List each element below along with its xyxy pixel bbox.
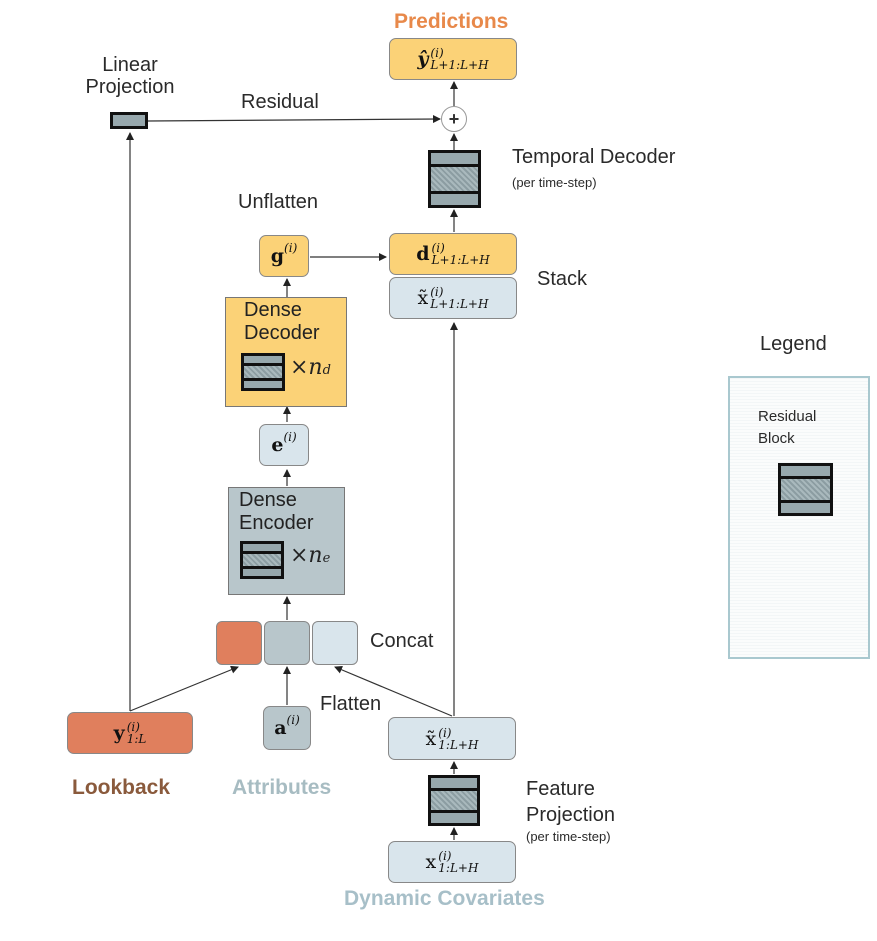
dense-encoder-label: Dense Encoder <box>239 489 314 534</box>
concat-covariates-segment <box>312 621 358 665</box>
dynamic-covariates-title: Dynamic Covariates <box>344 887 545 910</box>
yhat-superscript: (i) <box>430 46 444 60</box>
residual-label: Residual <box>241 91 319 113</box>
add-operator-icon: + <box>441 106 467 132</box>
g-symbol: g <box>270 245 285 267</box>
concat-lookback-segment <box>216 621 262 665</box>
d-superscript: (i) <box>431 241 445 255</box>
a-superscript: (i) <box>286 713 300 727</box>
dense-decoder-label: Dense Decoder <box>244 299 320 344</box>
xtilde-all-subscript: 1:L+H <box>438 737 479 752</box>
feature-projection-residual-block-icon <box>428 775 480 826</box>
legend-box: Residual Block <box>728 376 870 659</box>
predictions-title: Predictions <box>394 10 509 33</box>
xtilde-future-subscript: L+1:L+H <box>430 297 489 311</box>
e-symbol: e <box>271 434 284 456</box>
dense-encoder-block: Dense Encoder ×ne <box>228 487 345 595</box>
g-node: g (i) <box>259 235 309 277</box>
dense-decoder-residual-block-icon <box>241 353 285 391</box>
concat-attributes-segment <box>264 621 310 665</box>
y-symbol: y <box>113 722 125 744</box>
prediction-output-node: ŷ (i) L+1:L+H <box>389 38 517 80</box>
legend-residual-block-label: Residual Block <box>758 408 817 447</box>
e-node: e (i) <box>259 424 309 466</box>
linear-projection-block <box>110 112 148 129</box>
temporal-decoder-label: Temporal Decoder <box>512 146 676 168</box>
temporal-decoder-note: (per time-step) <box>512 175 597 190</box>
feature-projection-label: Feature Projection <box>526 778 615 826</box>
flatten-label: Flatten <box>320 693 382 715</box>
d-subscript: L+1:L+H <box>431 253 490 267</box>
x-superscript: (i) <box>438 849 452 863</box>
y-superscript: (i) <box>126 720 140 734</box>
lookback-node: y (i) 1:L <box>67 712 193 754</box>
attributes-title: Attributes <box>232 776 332 799</box>
x-symbol: x <box>425 851 437 873</box>
temporal-decoder-residual-block-icon <box>428 150 481 208</box>
xtilde-all-superscript: (i) <box>438 725 452 740</box>
legend-residual-block-icon <box>778 463 833 516</box>
xtilde-all-symbol: x̃ <box>425 727 437 750</box>
dense-decoder-multiplier: ×nd <box>290 355 331 380</box>
xtilde-future-superscript: (i) <box>430 285 444 299</box>
e-superscript: (i) <box>283 430 297 444</box>
concat-label: Concat <box>370 630 434 652</box>
linear-projection-label: Linear Projection <box>85 54 175 98</box>
y-subscript: 1:L <box>126 732 147 746</box>
xtilde-all-node: x̃ (i) 1:L+H <box>388 717 516 760</box>
x-subscript: 1:L+H <box>438 861 479 875</box>
yhat-symbol: ŷ <box>417 48 429 70</box>
d-symbol: d <box>416 243 430 265</box>
lookback-title: Lookback <box>72 776 171 799</box>
legend-title: Legend <box>760 333 827 355</box>
unflatten-label: Unflatten <box>238 191 319 213</box>
stack-label: Stack <box>537 268 588 290</box>
a-symbol: a <box>274 717 287 739</box>
d-node: d (i) L+1:L+H <box>389 233 517 275</box>
dense-encoder-residual-block-icon <box>240 541 284 579</box>
dynamic-covariates-node: x (i) 1:L+H <box>388 841 516 883</box>
dense-decoder-block: Dense Decoder ×nd <box>225 297 347 407</box>
xtilde-future-symbol: x̃ <box>417 287 429 309</box>
yhat-subscript: L+1:L+H <box>430 58 489 72</box>
feature-projection-note: (per time-step) <box>526 829 611 844</box>
xtilde-future-node: x̃ (i) L+1:L+H <box>389 277 517 319</box>
g-superscript: (i) <box>284 241 298 255</box>
attributes-node: a (i) <box>263 706 311 750</box>
dense-encoder-multiplier: ×ne <box>290 543 331 568</box>
